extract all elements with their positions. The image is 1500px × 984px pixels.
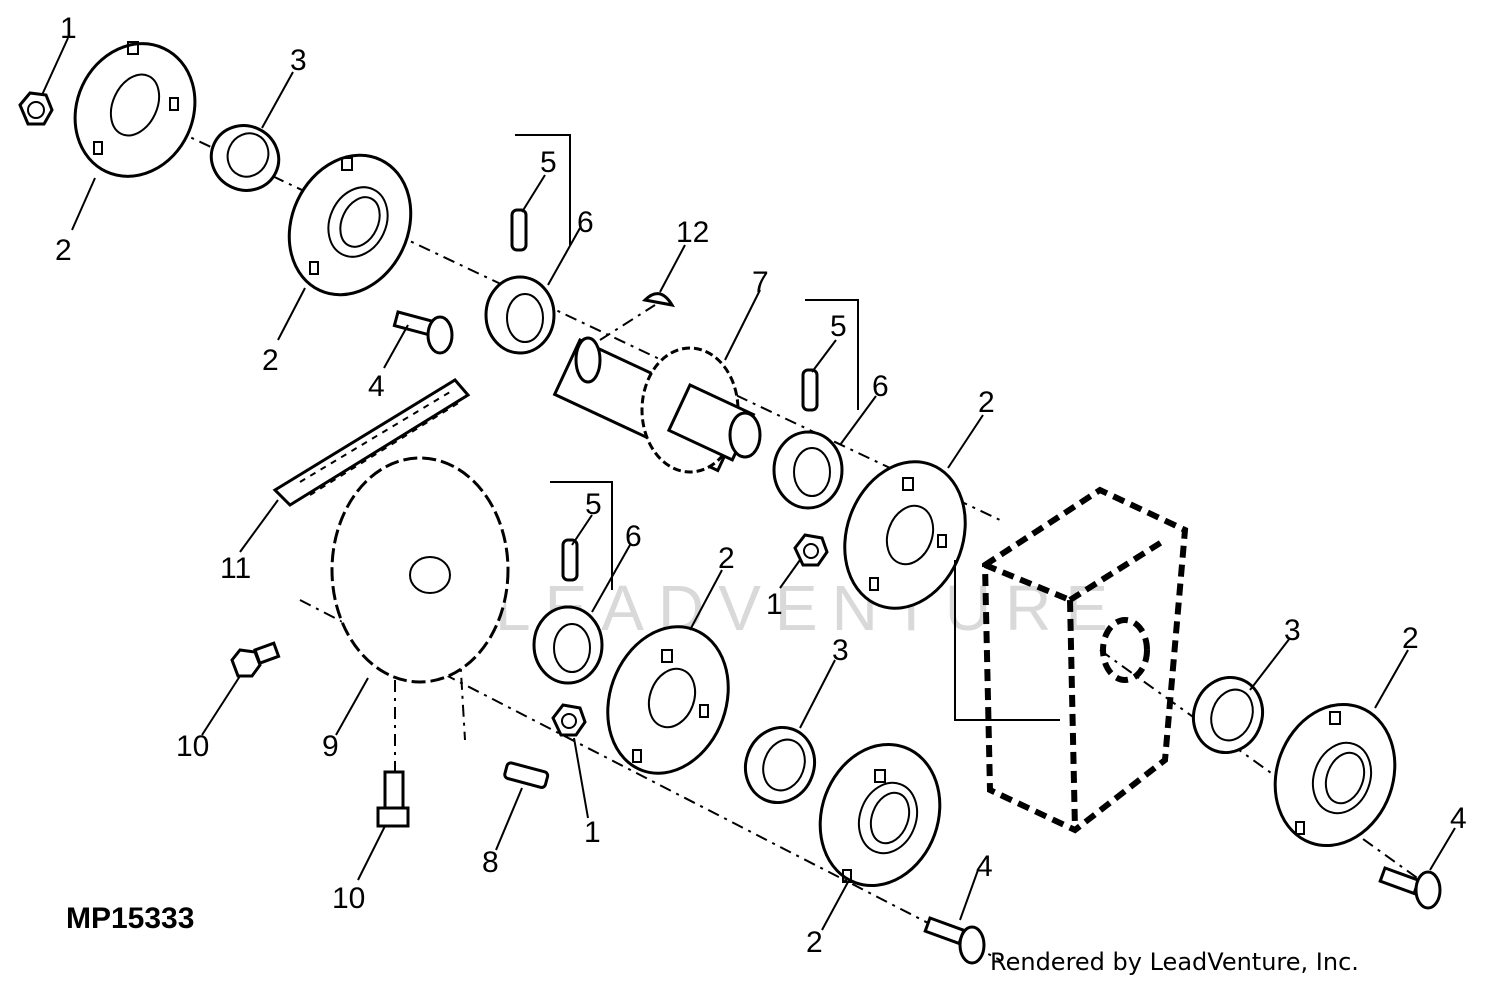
- carriage-bolt-part-4: [392, 310, 454, 355]
- callout-12: 12: [676, 216, 709, 249]
- bracket: [805, 299, 859, 410]
- collar-part-6: [772, 430, 844, 510]
- callout-2: 2: [1402, 622, 1419, 655]
- callout-1: 1: [584, 816, 601, 849]
- flange-bearing-part-2: [1273, 702, 1397, 848]
- callout-6: 6: [625, 520, 642, 553]
- callout-2: 2: [55, 234, 72, 267]
- callout-2: 2: [262, 344, 279, 377]
- callout-7: 7: [752, 266, 769, 299]
- callout-6: 6: [872, 370, 889, 403]
- large-sprocket-part-9: [330, 456, 510, 684]
- callout-5: 5: [830, 310, 847, 343]
- set-screw-part-5: [510, 208, 528, 252]
- callout-9: 9: [322, 730, 339, 763]
- callout-1: 1: [766, 588, 783, 621]
- callout-labels: 1 2 3 2 4 5 6 12 7 5 6 2 11 5 6 2 1 3 3 …: [55, 12, 1467, 959]
- bearing-part-3: [744, 725, 816, 805]
- carriage-bolt-part-4: [1378, 866, 1442, 910]
- bracket: [515, 134, 571, 245]
- set-screw-part-5: [561, 538, 579, 582]
- bolt-part-10: [376, 770, 410, 828]
- callout-3: 3: [832, 634, 849, 667]
- leader-lines: [41, 37, 1456, 931]
- carriage-bolt-part-4: [923, 916, 986, 965]
- callout-5: 5: [585, 488, 602, 521]
- hex-nut-part-1: [551, 703, 587, 737]
- flange-plate-part-2: [73, 41, 197, 178]
- shaft-sprocket-part-7: [552, 336, 762, 474]
- flange-plate-part-2: [843, 460, 967, 610]
- flange-plate-part-2: [606, 625, 730, 775]
- credit-text: Rendered by LeadVenture, Inc.: [990, 948, 1359, 976]
- callout-2: 2: [718, 542, 735, 575]
- gearbox-housing: [954, 486, 1189, 834]
- flange-bearing-part-2: [287, 153, 413, 297]
- callout-1: 1: [60, 12, 77, 45]
- callout-5: 5: [540, 146, 557, 179]
- key-part-8: [503, 761, 550, 789]
- bracket: [550, 481, 613, 590]
- callout-3: 3: [290, 44, 307, 77]
- callout-2: 2: [806, 926, 823, 959]
- callout-10: 10: [332, 882, 365, 915]
- callout-10: 10: [176, 730, 209, 763]
- figure-id: MP15333: [66, 902, 194, 935]
- hex-nut-part-1: [18, 91, 54, 126]
- collar-part-6: [484, 275, 556, 355]
- callout-3: 3: [1284, 614, 1301, 647]
- set-screw-part-5: [801, 368, 819, 412]
- bearing-part-3: [1192, 675, 1264, 755]
- collar-part-6: [532, 605, 604, 685]
- callout-11: 11: [220, 552, 251, 585]
- callout-2: 2: [978, 386, 995, 419]
- callout-4: 4: [1450, 802, 1467, 835]
- woodruff-key-part-12: [641, 292, 675, 308]
- callout-8: 8: [482, 846, 499, 879]
- hex-nut-part-1: [793, 533, 829, 567]
- callout-6: 6: [577, 206, 594, 239]
- callout-4: 4: [976, 850, 993, 883]
- bearing-part-3: [209, 124, 281, 192]
- bolt-part-10: [230, 641, 281, 678]
- callout-4: 4: [368, 370, 385, 403]
- flange-bearing-part-2: [818, 742, 942, 888]
- drive-chain-part-11: [272, 378, 471, 507]
